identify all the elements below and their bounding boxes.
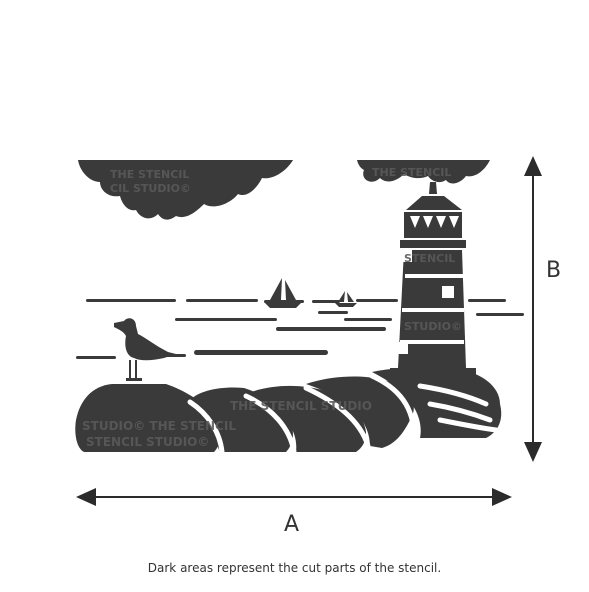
width-arrow-right-head [492,488,512,506]
left-cloud [78,160,293,220]
watermark: THE STENCIL CIL STUDIO© THE STENCIL STUD… [82,166,462,449]
watermark-text: THE STENCIL [372,166,451,179]
water-line [312,300,340,303]
water-line [186,299,258,302]
watermark-text: THE STENCIL [110,168,189,181]
watermark-text: STENCIL STUDIO© [86,435,209,449]
height-arrow-top-head [524,156,542,176]
height-label: B [546,258,562,283]
height-arrow-bottom-head [524,442,542,462]
water-line [318,311,348,314]
dimension-arrows [76,156,542,506]
width-label: A [284,512,300,537]
seagull [114,318,176,381]
water-line [356,299,398,302]
watermark-text: STUDIO© [404,320,462,333]
water-line [468,299,506,302]
water-line [76,356,116,359]
watermark-text: STENCIL [404,252,455,265]
water-line [476,313,524,316]
width-arrow-left-head [76,488,96,506]
watermark-text: CIL STUDIO© [110,182,191,195]
sailboat-small [335,291,357,307]
water-line [175,318,277,321]
watermark-text: THE STENCIL STUDIO [230,399,372,413]
water-line [194,350,328,355]
water-line [86,299,176,302]
water-line [344,318,392,321]
caption: Dark areas represent the cut parts of th… [147,561,442,575]
sailboat-large [264,278,302,308]
watermark-text: STUDIO© THE STENCIL [82,419,236,433]
right-cloud [357,160,490,184]
water-line [276,327,386,331]
